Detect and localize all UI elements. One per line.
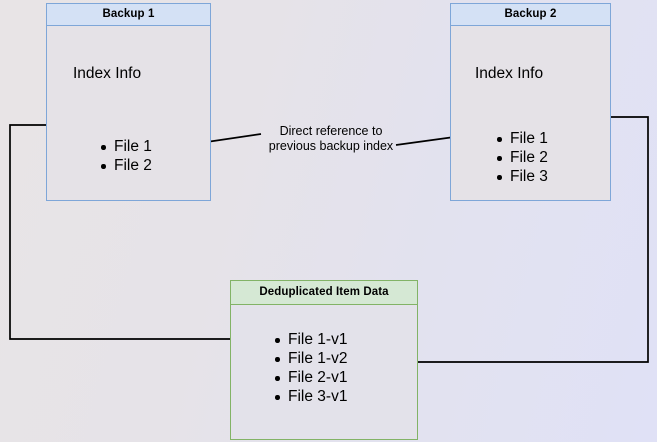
list-item[interactable]: File 2-v1 xyxy=(273,368,347,387)
list-item[interactable]: File 1 xyxy=(495,129,548,148)
node-backup1-index-label: Index Info xyxy=(73,65,142,82)
edge-label-line-1: Direct reference to xyxy=(279,124,383,138)
node-backup2[interactable]: Backup 2 Index Info File 1 File 2 File 3 xyxy=(450,3,611,201)
node-backup1[interactable]: Backup 1 Index Info File 1 File 2 xyxy=(46,3,211,201)
node-deduplicated-item-data-title: Deduplicated Item Data xyxy=(231,281,417,305)
list-item[interactable]: File 1-v2 xyxy=(273,349,347,368)
list-item[interactable]: File 2 xyxy=(99,156,152,175)
node-backup2-body: Index Info File 1 File 2 File 3 xyxy=(451,26,610,200)
edge-label-direct-reference: Direct reference to previous backup inde… xyxy=(263,124,399,154)
list-item[interactable]: File 1-v1 xyxy=(273,330,347,349)
list-item[interactable]: File 3 xyxy=(495,167,548,186)
node-deduplicated-file-list: File 1-v1 File 1-v2 File 2-v1 File 3-v1 xyxy=(273,330,347,406)
node-deduplicated-item-data[interactable]: Deduplicated Item Data File 1-v1 File 1-… xyxy=(230,280,418,440)
list-item[interactable]: File 1 xyxy=(99,137,152,156)
edge-label-line-2: previous backup index xyxy=(268,139,394,153)
node-backup1-file-list: File 1 File 2 xyxy=(99,137,152,175)
node-backup1-body: Index Info File 1 File 2 xyxy=(47,26,210,200)
node-backup2-file-list: File 1 File 2 File 3 xyxy=(495,129,548,186)
node-backup2-index-label: Index Info xyxy=(475,65,544,82)
node-backup1-title: Backup 1 xyxy=(47,4,210,26)
list-item[interactable]: File 2 xyxy=(495,148,548,167)
node-deduplicated-item-data-body: File 1-v1 File 1-v2 File 2-v1 File 3-v1 xyxy=(231,305,417,439)
node-backup2-title: Backup 2 xyxy=(451,4,610,26)
list-item[interactable]: File 3-v1 xyxy=(273,387,347,406)
